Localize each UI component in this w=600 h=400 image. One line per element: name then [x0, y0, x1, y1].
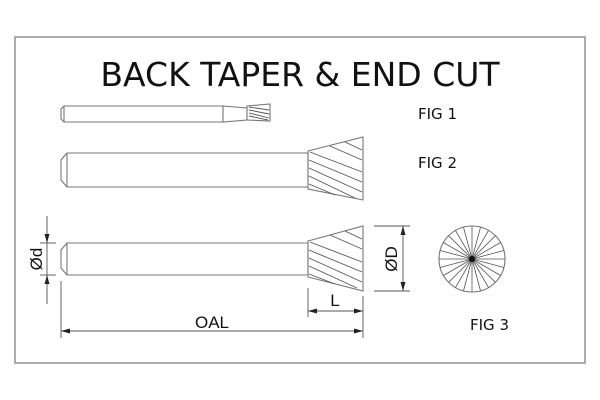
- head-diameter-dimension: ØD: [374, 225, 410, 292]
- head-diameter-label: ØD: [382, 246, 401, 272]
- flute-spoke: [463, 258, 473, 291]
- flute-spoke: [471, 235, 496, 260]
- flute-spoke: [471, 258, 501, 276]
- head-length-label: L: [330, 291, 339, 310]
- arrow-icon: [44, 234, 50, 243]
- shank-diameter-dimension: Ød: [27, 216, 56, 304]
- fig2-label: FIG 2: [418, 154, 457, 172]
- flute-spoke: [455, 230, 473, 260]
- dim-bur-shank: [60, 242, 309, 276]
- flute-spoke: [471, 230, 489, 260]
- arrow-icon: [44, 275, 50, 284]
- flute-spoke: [471, 258, 489, 288]
- flute-spoke: [448, 235, 473, 260]
- fig1-bur: [60, 103, 271, 123]
- flute-spoke: [443, 242, 473, 260]
- dimensioned-bur: [60, 225, 364, 292]
- flute-spoke: [471, 258, 496, 283]
- flute-spoke: [440, 258, 473, 268]
- fig3-end-view: [438, 225, 506, 293]
- flute-spoke: [471, 258, 481, 291]
- fig1-label: FIG 1: [418, 105, 457, 123]
- fig2-flutes: [308, 141, 363, 199]
- flute-spoke: [455, 258, 473, 288]
- flute-spoke: [440, 250, 473, 260]
- overall-length-label: OAL: [195, 313, 229, 332]
- arrow-icon: [61, 328, 70, 334]
- flute-spoke: [448, 258, 473, 283]
- fig1-neck: [222, 105, 248, 123]
- shank-diameter-label: Ød: [27, 248, 46, 271]
- fig2-bur: [60, 136, 364, 201]
- flute-spoke: [463, 227, 473, 260]
- overall-length-dimension: OAL: [60, 281, 363, 338]
- flute-spoke: [471, 250, 504, 260]
- drawing-frame: [14, 36, 586, 364]
- flute-spoke: [471, 258, 504, 268]
- center-point: [469, 256, 475, 262]
- fig2-shank: [60, 152, 309, 188]
- fig1-shank: [60, 105, 224, 123]
- dim-bur-flutes: [308, 230, 363, 289]
- fig2-head: [307, 136, 364, 201]
- arrow-icon: [354, 308, 363, 314]
- fig1-flutes: [248, 106, 270, 121]
- arrow-icon: [400, 282, 406, 291]
- diagram-title: BACK TAPER & END CUT: [100, 55, 500, 94]
- fig3-label: FIG 3: [470, 316, 509, 334]
- flute-spoke: [471, 227, 481, 260]
- dim-bur-head: [307, 225, 364, 292]
- arrow-icon: [308, 308, 317, 314]
- flute-spoke: [471, 242, 501, 260]
- flute-spoke: [443, 258, 473, 276]
- arrow-icon: [354, 328, 363, 334]
- arrow-icon: [400, 226, 406, 235]
